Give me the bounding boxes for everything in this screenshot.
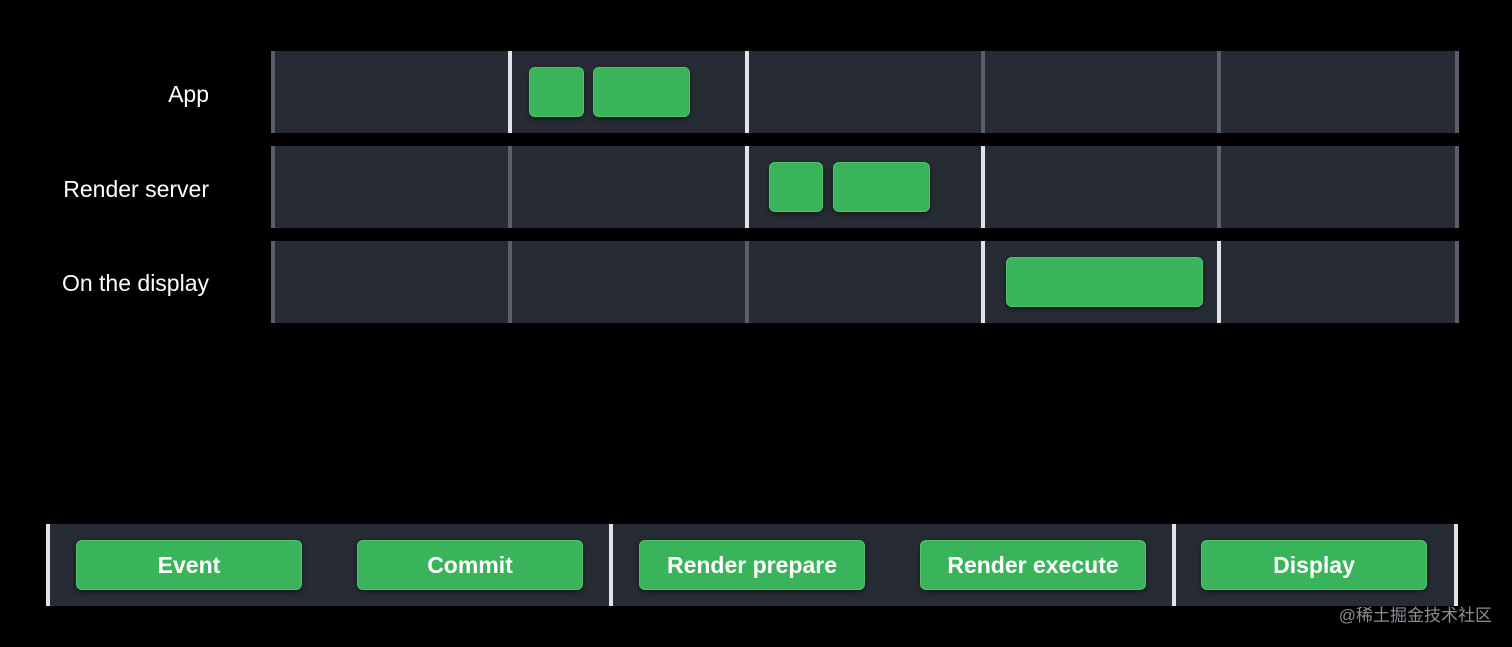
- frame-divider: [1217, 146, 1221, 228]
- frame-divider: [1217, 241, 1221, 323]
- legend-separator: [1172, 524, 1176, 606]
- legend-item-display: Display: [1201, 540, 1427, 590]
- watermark-text: @稀土掘金技术社区: [1338, 606, 1492, 625]
- legend-separator: [609, 524, 613, 606]
- frame-divider: [981, 51, 985, 133]
- frame-divider: [1455, 241, 1459, 323]
- frame-divider: [745, 51, 749, 133]
- frame-divider: [1217, 51, 1221, 133]
- timeline-block: [832, 162, 931, 212]
- frame-divider: [508, 51, 512, 133]
- legend-item-render-execute: Render execute: [920, 540, 1146, 590]
- timeline-block: [768, 162, 824, 212]
- legend-item-event: Event: [76, 540, 302, 590]
- frame-divider: [1455, 51, 1459, 133]
- legend-item-render-prepare: Render prepare: [639, 540, 865, 590]
- timeline-track-render-server: [271, 146, 1459, 228]
- legend-item-commit: Commit: [357, 540, 583, 590]
- frame-divider: [981, 146, 985, 228]
- row-label-render-server: Render server: [63, 176, 209, 202]
- frame-divider: [745, 146, 749, 228]
- frame-divider: [271, 241, 275, 323]
- row-label-app: App: [168, 81, 209, 107]
- legend-separator: [1454, 524, 1458, 606]
- frame-divider: [508, 241, 512, 323]
- frame-divider: [508, 146, 512, 228]
- timeline-block: [593, 67, 691, 117]
- frame-divider: [271, 51, 275, 133]
- legend-separator: [46, 524, 50, 606]
- row-label-on-the-display: On the display: [61, 270, 209, 296]
- frame-divider: [745, 241, 749, 323]
- timeline-block: [529, 67, 584, 117]
- frame-divider: [271, 146, 275, 228]
- pipeline-legend-bar: Event Commit Render prepare Render execu…: [46, 524, 1458, 606]
- frame-divider: [981, 241, 985, 323]
- frame-divider: [1455, 146, 1459, 228]
- timeline-track-on-the-display: [271, 241, 1459, 323]
- timeline-block: [1005, 257, 1203, 307]
- timeline-track-app: [271, 51, 1459, 133]
